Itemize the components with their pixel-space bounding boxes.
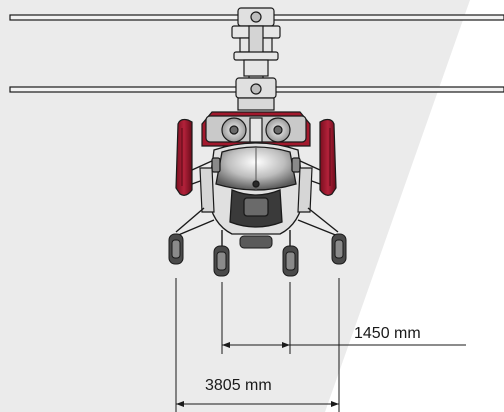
- nose-hatch: [243, 197, 269, 217]
- float-right: [319, 118, 337, 196]
- wheel-outer-right: [331, 233, 347, 265]
- upper-rotor-blade-left: [9, 14, 246, 21]
- wheel-outer-left: [168, 233, 184, 265]
- rotor-mast: [231, 25, 281, 89]
- upper-rotor: [9, 7, 504, 27]
- lower-rotor-blade-right: [269, 86, 504, 93]
- upper-rotor-blade-right: [269, 14, 504, 21]
- lower-rotor: [9, 77, 504, 111]
- float-left: [175, 118, 193, 196]
- engine-cowling: [201, 111, 311, 147]
- nose-gear: [239, 235, 273, 249]
- dimension-label-outrigger-track: 3805 mm: [205, 377, 272, 394]
- wheel-inner-right: [282, 245, 299, 277]
- dimension-label-main-gear-track: 1450 mm: [354, 325, 421, 342]
- landing-gear: [175, 207, 339, 246]
- wheel-inner-left: [213, 245, 230, 277]
- dimension-main-gear-track: [221, 282, 466, 354]
- gear-fairings: [199, 167, 313, 213]
- dimension-outrigger-track: [175, 278, 340, 412]
- lower-rotor-blade-left: [9, 86, 246, 93]
- fuselage: [207, 142, 305, 235]
